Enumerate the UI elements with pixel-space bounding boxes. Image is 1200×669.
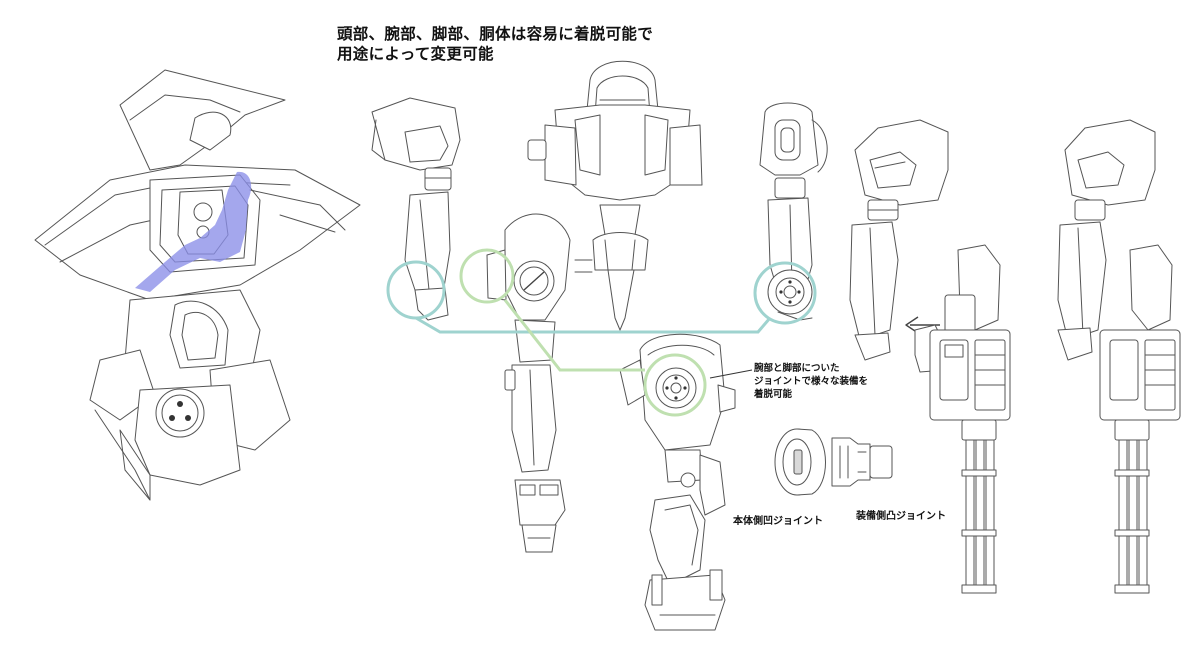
cyan-connector-line xyxy=(415,316,772,334)
annotation-line-2: ジョイントで様々な装備を xyxy=(754,376,869,387)
gatling-weapon-detached xyxy=(914,244,1011,594)
torso-cockpit-side-view xyxy=(34,69,361,501)
arm-left-view xyxy=(371,97,461,321)
pilot-silhouette xyxy=(135,171,252,292)
annotation-line-1: 腕部と脚部についた xyxy=(754,363,840,374)
body-side-concave-joint xyxy=(774,428,826,496)
green-joint-link xyxy=(459,248,707,417)
label-equipment-side-joint: 装備側凸ジョイント xyxy=(856,511,946,522)
annotation-line-3: 着脱可能 xyxy=(754,389,793,400)
cyan-joint-link xyxy=(386,260,817,334)
label-body-side-joint: 本体側凹ジョイント xyxy=(733,516,823,527)
equipment-side-convex-joint xyxy=(831,437,893,487)
arm-joint-highlight-right xyxy=(753,261,817,325)
annotation-pointer xyxy=(709,369,753,379)
green-connector-line xyxy=(503,299,645,372)
arm-front-view xyxy=(849,119,949,361)
title-line-1: 頭部、腕部、脚部、胴体は容易に着脱可能で xyxy=(337,24,654,43)
arm-back-view xyxy=(759,102,828,321)
arm-with-gatling-attached xyxy=(1057,119,1181,594)
leg-joint-highlight-right xyxy=(643,353,707,417)
head-chest-front-view xyxy=(527,60,703,331)
leg-joint-highlight-left xyxy=(459,248,515,304)
title-line-2: 用途によって変更可能 xyxy=(337,44,494,63)
leg-side-view xyxy=(486,213,571,553)
leg-front-view xyxy=(619,333,736,631)
